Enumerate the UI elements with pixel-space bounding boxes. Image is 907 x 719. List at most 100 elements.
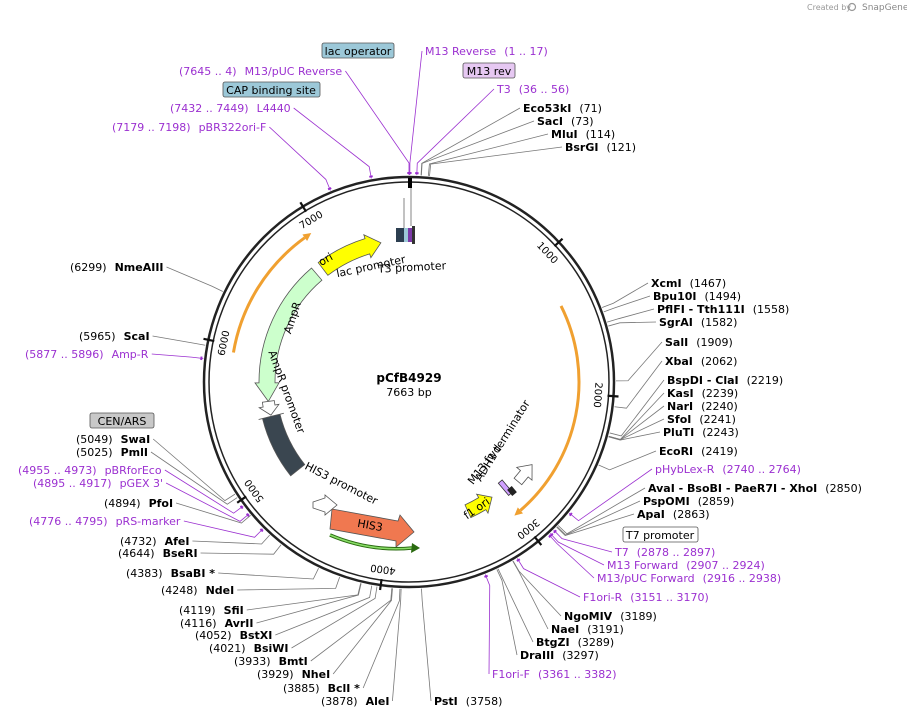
feature-f1ori-arrow	[464, 493, 493, 519]
site-label-group[interactable]: DraIII(3297)	[496, 569, 599, 662]
site-label-group[interactable]: AvaI - BsoBI - PaeR7I - XhoI(2850)	[557, 482, 862, 535]
feature-lac-operator-block	[404, 228, 408, 242]
site-label-group[interactable]: M13 Forward(2907 .. 2924)	[549, 532, 765, 572]
site-label-group[interactable]: F1ori-F(3361 .. 3382)	[484, 574, 617, 681]
plasmid-name: pCfB4929	[376, 371, 441, 385]
site-label-group[interactable]: PstI(3758)	[421, 588, 502, 708]
site-label-group[interactable]: (7432 .. 7449)L4440	[170, 102, 373, 179]
site-label-position: (1467)	[690, 277, 727, 290]
site-label-group[interactable]: F1ori-R(3151 .. 3170)	[516, 558, 709, 604]
site-label-group[interactable]: SalI(1909)	[615, 336, 733, 382]
site-leader-line	[556, 513, 635, 536]
site-label-position: (2419)	[701, 445, 738, 458]
site-label-position: (2863)	[673, 508, 710, 521]
site-label-group[interactable]: (3885)BclI *	[283, 588, 401, 695]
site-label-group[interactable]: (4021)BsiWI	[209, 586, 378, 655]
site-label: (4116)AvrII	[180, 617, 253, 630]
site-label-group[interactable]: (3878)AleI	[321, 588, 402, 708]
label-his3: HIS3	[356, 517, 383, 534]
site-label-group[interactable]: (4955 .. 4973)pBRforEco	[18, 464, 244, 514]
site-label-group[interactable]: (4732)AfeI	[120, 534, 270, 548]
site-label-group[interactable]: M13/pUC Forward(2916 .. 2938)	[548, 534, 781, 585]
site-label-group[interactable]: BtgZI(3289)	[497, 568, 614, 649]
site-label-group[interactable]: (5877 .. 5896)Amp-R	[25, 348, 204, 361]
site-label-position: BstXI	[240, 629, 273, 642]
site-label-group[interactable]: (3933)BmtI	[234, 588, 393, 668]
site-label-name: (3929)	[257, 668, 294, 681]
site-label: SacI(73)	[537, 115, 594, 128]
site-label-group[interactable]: SacI(73)	[420, 115, 594, 176]
site-label-name: (3933)	[234, 655, 271, 668]
site-label-group[interactable]: T7(2878 .. 2897)	[553, 529, 716, 559]
primer-mark	[516, 558, 521, 562]
site-label-group[interactable]: XbaI(2062)	[614, 355, 738, 409]
site-label: (4732)AfeI	[120, 535, 189, 548]
site-label-name: SgrAI	[659, 316, 693, 329]
site-label-position: (1582)	[701, 316, 738, 329]
site-label-name: ApaI	[637, 508, 665, 521]
site-label-group[interactable]: (6299)NmeAIII	[70, 261, 223, 292]
site-label-group[interactable]: (7645 .. 4)M13/pUC Reverse	[179, 65, 411, 175]
site-label-position: AfeI	[165, 535, 190, 548]
site-label: PflFI - Tth111I(1558)	[657, 303, 789, 316]
site-label-group[interactable]: (4248)NdeI	[161, 576, 341, 597]
site-label-group[interactable]: (5049)SwaI	[76, 433, 236, 502]
site-label: T7(2878 .. 2897)	[614, 546, 715, 559]
site-label-group[interactable]: (5025)PmlI	[76, 446, 238, 505]
site-label-group[interactable]: SgrAI (1582)	[608, 316, 737, 329]
site-label-group[interactable]: KasI(2239)	[608, 387, 738, 440]
site-label: M13 Reverse(1 .. 17)	[425, 45, 548, 58]
site-label-name: PflFI - Tth111I	[657, 303, 745, 316]
site-label-group[interactable]: Bpu10I(1494)	[603, 290, 741, 313]
site-label-group[interactable]: M13 Reverse(1 .. 17)	[408, 45, 548, 176]
site-label-group[interactable]: BspDI - ClaI(2219)	[609, 374, 784, 437]
site-label-group[interactable]: (7179 .. 7198)pBR322ori-F	[112, 121, 332, 191]
site-label-group[interactable]: BsrGI(121)	[429, 141, 637, 177]
site-label-name: (5965)	[79, 330, 116, 343]
site-label-group[interactable]: ApaI (2863)	[556, 508, 710, 536]
site-label-group[interactable]: (4383)BsaBI *	[126, 567, 319, 580]
label-t3-promoter: T3 promoter	[377, 259, 447, 276]
site-leader-line	[183, 520, 264, 538]
site-label-name: DraIII	[520, 649, 554, 662]
site-leader-line	[516, 558, 581, 598]
site-label: Eco53kI(71)	[523, 102, 602, 115]
site-label-group[interactable]: (3929)NheI	[257, 588, 393, 681]
site-label-name: (7179 .. 7198)	[112, 121, 191, 134]
site-leader-line	[553, 529, 613, 553]
site-label: (3885)BclI *	[283, 682, 360, 695]
site-label-group[interactable]: (4895 .. 4917)pGEX 3'	[33, 477, 250, 522]
site-label-group[interactable]: pHybLex-R(2740 .. 2764)	[568, 463, 801, 522]
site-label-group[interactable]: (4644)BseRI	[118, 544, 282, 560]
site-label-group[interactable]: T3(36 .. 56)	[415, 83, 569, 176]
site-label: M13 Forward(2907 .. 2924)	[607, 559, 765, 572]
site-label-group[interactable]: (4052)BstXI	[195, 585, 373, 642]
site-leader-line	[421, 588, 432, 702]
site-label-name: AvaI - BsoBI - PaeR7I - XhoI	[648, 482, 817, 495]
site-label-group[interactable]: NaeI(3191)	[512, 560, 624, 636]
site-label-group[interactable]: XcmI(1467)	[602, 277, 726, 308]
site-label: PspOMI(2859)	[643, 495, 734, 508]
site-leader-line	[497, 568, 534, 643]
boxed-label-text: M13 rev	[467, 65, 512, 78]
site-label-group[interactable]: (4119)SfiI	[179, 583, 362, 617]
site-label-group[interactable]: SfoI(2241)	[608, 413, 736, 441]
site-label-group[interactable]: PspOMI(2859)	[556, 495, 734, 536]
origin-marker	[408, 178, 412, 188]
site-label-group[interactable]: (4116)AvrII	[180, 583, 362, 630]
site-label-group[interactable]: PflFI - Tth111I(1558)	[607, 303, 789, 323]
site-label-group[interactable]: (4776 .. 4795)pRS-marker	[29, 515, 264, 538]
site-label-group[interactable]: EcoRI(2419)	[598, 445, 738, 471]
site-leader-line	[484, 574, 491, 675]
site-label-position: BsaBI *	[171, 567, 216, 580]
site-leader-line	[269, 126, 331, 191]
primer-mark	[245, 513, 250, 517]
site-leader-line	[332, 588, 393, 675]
site-label: F1ori-F(3361 .. 3382)	[492, 668, 617, 681]
site-label-group[interactable]: (5965)ScaI	[79, 330, 206, 346]
site-label-group[interactable]: MluI(114)	[427, 128, 615, 176]
site-label-group[interactable]: (4894)PfoI	[104, 497, 251, 524]
tick-mark	[533, 535, 543, 546]
site-label-position: AleI	[366, 695, 390, 708]
site-label-group[interactable]: PluTI(2243)	[608, 426, 739, 441]
